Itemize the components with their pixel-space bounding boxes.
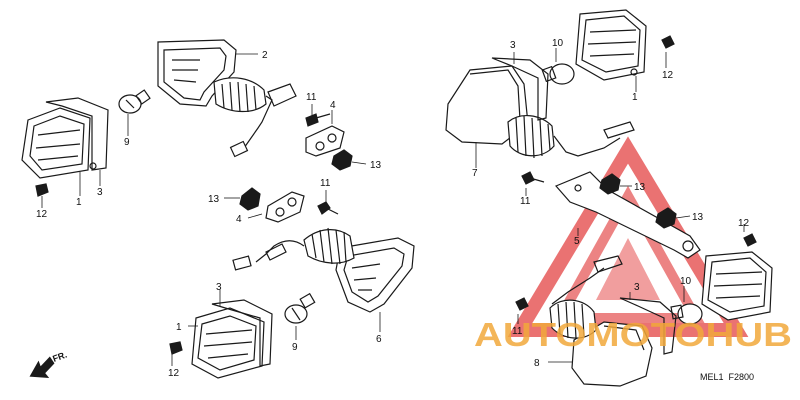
label-lens-left-upper: 1	[76, 197, 82, 208]
label-lens-left-lower: 1	[176, 322, 182, 333]
part-labels: 1 3 12 9 2 11 4 13 13 4 11 3 1 12 9 6 3 …	[36, 38, 750, 379]
label-screw-lens-left-upper: 12	[36, 209, 48, 220]
label-screw-lens-left-lower: 12	[168, 368, 180, 379]
leader-lines	[41, 48, 745, 366]
label-screw-right-upper: 11	[520, 196, 531, 207]
label-nut-left-upper: 13	[370, 160, 382, 171]
left-upper-assembly	[21, 39, 297, 197]
label-housing-lower-left: 6	[376, 334, 382, 345]
front-arrow-icon	[29, 356, 55, 379]
bulb-right-lower	[670, 303, 703, 325]
label-housing-lower-right: 8	[534, 358, 540, 369]
label-gasket-left-lower: 3	[216, 282, 222, 293]
label-screw-right-lower: 11	[512, 326, 523, 337]
screw-right-lower	[515, 297, 529, 311]
lens-right-lower	[701, 251, 773, 321]
label-nut-right-b: 13	[692, 212, 704, 223]
right-upper-assembly	[445, 9, 675, 185]
screw-lens-left-lower	[169, 341, 183, 355]
label-bulb-right-upper: 10	[552, 38, 564, 49]
screw-right-upper	[521, 171, 535, 185]
lens-right-upper	[575, 9, 647, 81]
label-gasket-right-upper: 3	[510, 40, 516, 51]
gasket-left-lower	[211, 299, 273, 367]
stay-right	[554, 171, 701, 259]
washer-upper	[305, 125, 345, 157]
label-lens-right-upper: 1	[632, 92, 638, 103]
label-gasket-right-lower: 3	[634, 282, 640, 293]
nut-right-a	[599, 173, 621, 195]
gasket-right-lower	[619, 297, 677, 355]
label-bulb-left-lower: 9	[292, 342, 298, 353]
lens-left-lower	[191, 307, 265, 379]
label-housing-upper-right: 7	[472, 168, 478, 179]
bulb-left-upper	[118, 89, 151, 114]
label-housing-upper-left: 2	[262, 50, 268, 61]
label-screw-left-upper: 11	[306, 92, 317, 103]
gasket-left-upper	[45, 97, 109, 171]
housing-left-upper	[157, 39, 297, 158]
washer-lower	[265, 191, 305, 223]
housing-right-lower	[549, 299, 653, 387]
label-stay-right: 5	[574, 236, 580, 247]
label-washer-upper: 4	[330, 100, 336, 111]
watermark-text: AUTOMOTOHUB	[474, 316, 792, 353]
screw-lens-right-lower	[743, 233, 757, 247]
right-lower-assembly	[515, 171, 773, 387]
left-lower-assembly	[169, 227, 415, 379]
label-nut-right-a: 13	[634, 182, 646, 193]
front-direction-indicator: FR.	[29, 350, 68, 379]
watermark-wordmark: AUTOMOTOHUB	[474, 316, 792, 353]
lens-left-upper	[21, 107, 91, 179]
bulb-left-lower	[284, 292, 316, 324]
label-nut-left-lower: 13	[208, 194, 220, 205]
diagram-code: MEL1 F2800	[700, 372, 754, 382]
bulb-right-upper	[541, 63, 575, 85]
label-bulb-right-lower: 10	[680, 276, 692, 287]
screw-lens-left-upper	[35, 183, 49, 197]
label-screw-left-lower: 11	[320, 178, 331, 189]
label-bulb-left-upper: 9	[124, 137, 130, 148]
front-label: FR.	[51, 350, 68, 364]
screw-lens-right-upper	[661, 35, 675, 49]
label-gasket-left-upper: 3	[97, 187, 103, 198]
gasket-right-upper	[491, 57, 549, 121]
label-screw-lens-right-upper: 12	[662, 70, 674, 81]
label-screw-lens-right-lower: 12	[738, 218, 750, 229]
nut-upper	[331, 149, 353, 171]
nut-lower	[239, 187, 261, 211]
housing-left-lower	[232, 227, 415, 313]
label-washer-lower: 4	[236, 214, 242, 225]
housing-right-upper	[445, 65, 635, 159]
left-middle-hardware	[239, 113, 353, 223]
nut-right-b	[655, 207, 677, 229]
